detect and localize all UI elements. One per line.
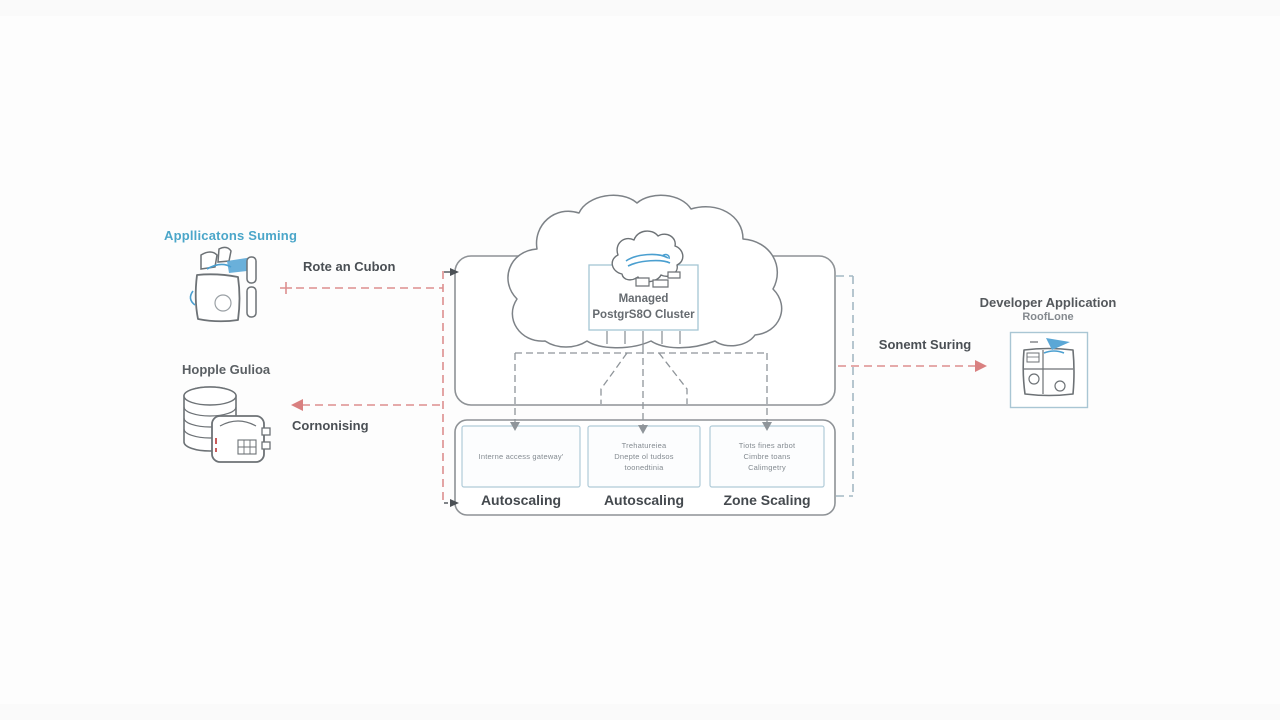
scaling-label-3: Zone Scaling bbox=[723, 492, 811, 508]
note-line: Cimbre toans bbox=[743, 451, 791, 461]
database-sketch-icon bbox=[183, 386, 271, 463]
cluster-label-line2: PostgrS8O Cluster bbox=[592, 308, 695, 321]
app-group-title: Appllicatons Suming bbox=[164, 228, 298, 243]
cluster-label-line1: Managed bbox=[618, 293, 669, 305]
scaling-panel-box bbox=[454, 419, 836, 516]
cloud-doodle-icon bbox=[611, 230, 684, 288]
application-sketch-icon bbox=[189, 246, 257, 323]
managed-cluster-label: Managed PostgrS8O Cluster bbox=[589, 292, 698, 323]
right-dashed-connector bbox=[836, 275, 854, 497]
bottom-letterbox bbox=[0, 704, 1280, 720]
note-line: toonedtinia bbox=[624, 463, 664, 473]
scaling-note-1: Interne access gateway' bbox=[462, 426, 580, 487]
arrow-right-label: Sonemt Suring bbox=[878, 337, 972, 352]
note-line: Trehatureiea bbox=[621, 440, 667, 450]
scaling-note-2: Trehatureiea Dnepte ol tudsos toonedtini… bbox=[588, 426, 700, 487]
dev-app-subtitle: RoofLone bbox=[1022, 311, 1074, 323]
arrow-out-label: Cornonising bbox=[292, 418, 369, 433]
note-line: Tiots fines arbot bbox=[738, 440, 796, 450]
note-line: Dnepte ol tudsos bbox=[614, 451, 674, 461]
top-letterbox bbox=[0, 0, 1280, 16]
arrow-in-label: Rote an Cubon bbox=[303, 259, 396, 274]
scaling-label-2: Autoscaling bbox=[603, 492, 685, 508]
scaling-label-1: Autoscaling bbox=[480, 492, 562, 508]
developer-app-sketch-icon bbox=[1009, 331, 1089, 409]
dev-app-title: Developer Application bbox=[979, 295, 1117, 310]
entry-arrows bbox=[444, 268, 459, 507]
db-group-title: Hopple Gulioa bbox=[182, 362, 271, 377]
scaling-note-3: Tiots fines arbot Cimbre toans Calimgetr… bbox=[710, 426, 824, 487]
red-dashed-routing-left bbox=[280, 271, 444, 503]
red-dashed-arrow-right bbox=[838, 360, 987, 372]
cluster-to-panel-connectors bbox=[510, 331, 772, 434]
note-line: Calimgetry bbox=[748, 463, 786, 473]
note-line: Interne access gateway' bbox=[478, 451, 564, 461]
